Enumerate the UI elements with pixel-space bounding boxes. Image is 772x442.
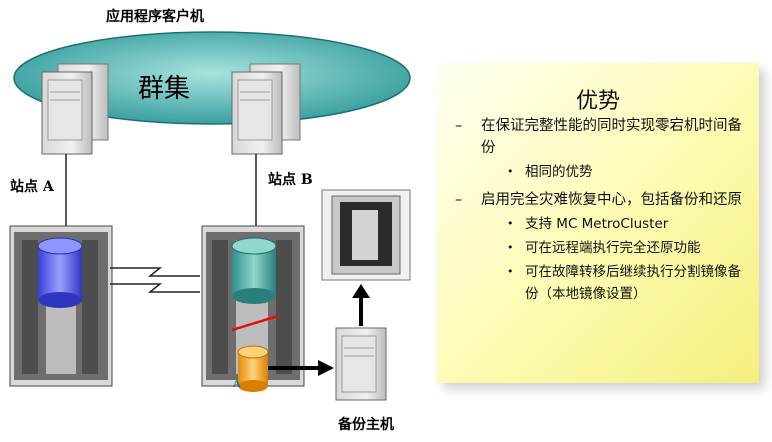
benefits-panel: 优势 – 在保证完整性能的同时实现零宕机时间备份 • 相同的优势 – 启用完全灾…	[437, 63, 759, 383]
server-icon-site-a	[41, 63, 109, 155]
panel-title: 优势	[575, 89, 620, 114]
small-mark: A	[233, 379, 241, 390]
benefit-text: 启用完全灾难恢复中心，包括备份和还原	[481, 192, 742, 208]
benefit-subtext: 相同的优势	[525, 164, 593, 180]
benefit-text: 在保证完整性能的同时实现零宕机时间备份	[481, 118, 742, 156]
tape-library-icon	[321, 189, 411, 281]
bullet-marker: •	[507, 165, 514, 178]
bullet-marker: •	[507, 265, 514, 278]
benefits-list: – 在保证完整性能的同时实现零宕机时间备份 • 相同的优势 – 启用完全灾难恢复…	[455, 111, 745, 305]
split-line	[231, 314, 279, 332]
site-b-label: 站点 B	[268, 172, 313, 188]
disk-cylinder-orange	[237, 345, 269, 392]
benefit-subtext: 可在故障转移后继续执行分割镜像备份（本地镜像设置）	[525, 264, 741, 302]
backup-host-label: 备份主机	[338, 417, 394, 433]
wan-link-upper	[110, 267, 200, 277]
disk-cylinder-blue	[37, 237, 83, 308]
architecture-diagram: 应用程序客户机 群集 站点 A 站点 B 备份主机 A	[9, 9, 411, 433]
site-a-label: 站点 A	[10, 179, 54, 195]
bullet-marker: •	[507, 241, 514, 254]
dash-marker: –	[455, 118, 463, 134]
bullet-marker: •	[507, 217, 514, 230]
benefit-subitem: • 可在故障转移后继续执行分割镜像备份（本地镜像设置）	[455, 261, 745, 305]
server-icon-site-b	[231, 63, 301, 155]
benefit-item: – 在保证完整性能的同时实现零宕机时间备份	[455, 115, 745, 159]
top-label: 应用程序客户机	[106, 9, 204, 25]
benefit-subtext: 支持 MC MetroCluster	[525, 216, 669, 232]
backup-host-icon	[335, 327, 387, 401]
benefit-subitem: • 可在远程端执行完全还原功能	[455, 237, 745, 259]
cluster-cloud	[13, 31, 411, 125]
cluster-label: 群集	[138, 74, 191, 104]
disk-cylinder-teal	[231, 237, 277, 304]
benefit-subitem: • 支持 MC MetroCluster	[455, 213, 745, 235]
diagram-graphics	[9, 31, 411, 401]
wan-link-lower	[110, 283, 200, 293]
benefit-subtext: 可在远程端执行完全还原功能	[525, 240, 701, 256]
benefit-item: – 启用完全灾难恢复中心，包括备份和还原	[455, 189, 745, 211]
benefit-subitem: • 相同的优势	[455, 161, 745, 183]
dash-marker: –	[455, 192, 463, 208]
